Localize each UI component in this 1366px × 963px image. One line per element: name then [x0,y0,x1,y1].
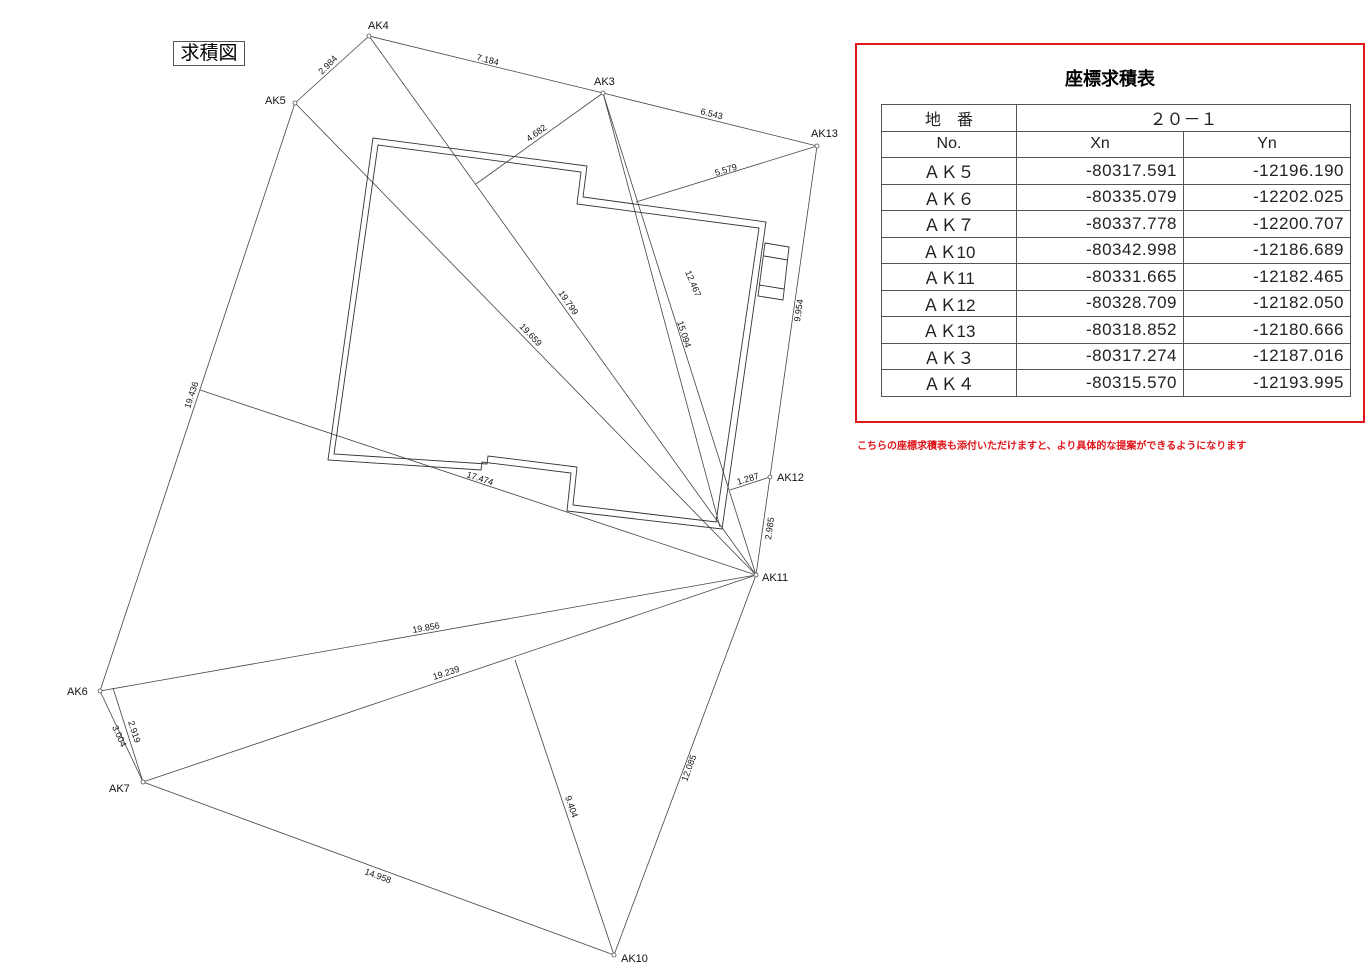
line-ak12-ak11 [755,476,771,576]
xn-value: -80331.665 [1016,263,1184,291]
table-row: ＡＫ11-80331.665-12182.465 [881,263,1351,291]
yn-value: -12182.050 [1183,289,1351,317]
survey-points [97,33,820,958]
label-ak13: AK13 [811,128,838,140]
point-no: ＡＫ５ [881,157,1017,185]
table-row: ＡＫ３-80317.274-12187.016 [881,342,1351,370]
parcel-label: 地 番 [881,104,1017,132]
point-no: ＡＫ12 [881,289,1017,317]
line-ak6-ak11 [99,574,757,692]
label-ak12: AK12 [777,472,804,484]
line-ak7-perp [112,687,144,783]
line-ak3-bld [602,92,721,528]
line-ak4-ak3 [368,35,604,94]
line-ak3-perp [475,92,604,185]
label-ak5: AK5 [265,95,286,107]
line-ak7-ak11 [142,574,757,783]
header-yn: Yn [1183,130,1351,158]
line-ak10-ak11 [613,574,757,956]
line-ak7-ak10 [142,781,615,956]
line-ak3-ak11 [602,92,757,576]
dim-ak3-ak13: 6.543 [700,106,724,121]
table-row: ＡＫ７-80337.778-12200.707 [881,210,1351,238]
line-ak4-ak5 [294,35,370,104]
table-row: ＡＫ10-80342.998-12186.689 [881,236,1351,264]
dim-ak3-bld: 12.467 [683,269,703,298]
dim-ak5-ak6: 19.436 [182,380,200,409]
dim-ak7-perp: 2.919 [126,720,142,745]
table-row: ＡＫ５-80317.591-12196.190 [881,157,1351,185]
header-xn: Xn [1016,130,1184,158]
parcel-value: ２０－１ [1016,104,1351,132]
yn-value: -12202.025 [1183,183,1351,211]
coordinate-table-panel: 座標求積表 地 番 ２０－１ No. Xn Yn ＡＫ５-80317.591-1… [855,43,1365,423]
table-title: 座標求積表 [1065,69,1155,90]
dim-ak10-ak11: 12.085 [679,753,698,782]
point-no: ＡＫ３ [881,342,1017,370]
line-ak4-ak11 [368,35,757,576]
table-row: ＡＫ12-80328.709-12182.050 [881,289,1351,317]
line-ak12-perp [729,476,771,491]
yn-value: -12196.190 [1183,157,1351,185]
line-ak5-ak6 [99,102,296,692]
figure-title: 求積図 [173,41,245,66]
table-row: ＡＫ13-80318.852-12180.666 [881,316,1351,344]
dim-ak6-ak11: 19.856 [412,620,441,635]
boundary-lines [99,35,818,956]
label-ak7: AK7 [109,783,130,795]
dim-ak13-ak12: 9.954 [792,299,805,323]
yn-value: -12182.465 [1183,263,1351,291]
line-ak13-perp [635,145,818,203]
dim-ak3-ak11: 15.094 [675,320,693,349]
point-no: ＡＫ４ [881,369,1017,397]
yn-value: -12200.707 [1183,210,1351,238]
point-labels: AK4 AK5 AK3 AK13 AK12 AK11 AK6 AK7 AK10 [67,20,838,963]
line-ak3-ak13 [602,92,818,147]
label-ak11: AK11 [762,572,788,584]
yn-value: -12187.016 [1183,342,1351,370]
xn-value: -80317.274 [1016,342,1184,370]
dim-ak10-perp: 9.404 [563,794,580,819]
point-no: ＡＫ６ [881,183,1017,211]
dim-ak7-ak10: 14.958 [363,866,392,885]
label-ak10: AK10 [621,953,648,963]
line-ak6-ak7 [99,690,144,783]
xn-value: -80317.591 [1016,157,1184,185]
xn-value: -80328.709 [1016,289,1184,317]
table-row: ＡＫ４-80315.570-12193.995 [881,369,1351,397]
dim-ak13-perp: 5.579 [714,162,738,178]
line-ak13-ak12 [769,145,818,478]
xn-value: -80315.570 [1016,369,1184,397]
table-row: ＡＫ６-80335.079-12202.025 [881,183,1351,211]
dim-ak7-ak11: 19.239 [432,664,461,682]
label-ak4: AK4 [368,20,389,32]
label-ak3: AK3 [594,76,615,88]
xn-value: -80342.998 [1016,236,1184,264]
line-ak10-perp [514,659,615,956]
point-no: ＡＫ10 [881,236,1017,264]
point-no: ＡＫ13 [881,316,1017,344]
request-note: こちらの座標求積表も添付いただけますと、より具体的な提案ができるようになります [857,441,1247,452]
point-no: ＡＫ７ [881,210,1017,238]
coordinate-table: 地 番 ２０－１ No. Xn Yn ＡＫ５-80317.591-12196.1… [881,104,1351,397]
xn-value: -80337.778 [1016,210,1184,238]
yn-value: -12193.995 [1183,369,1351,397]
yn-value: -12186.689 [1183,236,1351,264]
label-ak6: AK6 [67,686,88,698]
building-outline [327,137,790,530]
dim-perp-17: 17.474 [465,469,494,487]
line-ak5-ak11 [294,102,757,576]
xn-value: -80335.079 [1016,183,1184,211]
xn-value: -80318.852 [1016,316,1184,344]
line-perp-17 [199,389,757,576]
point-no: ＡＫ11 [881,263,1017,291]
header-no: No. [881,130,1017,158]
dim-ak12-ak11: 2.985 [763,517,776,541]
entrance-steps [757,242,790,301]
yn-value: -12180.666 [1183,316,1351,344]
survey-drawing: AK4 AK5 AK3 AK13 AK12 AK11 AK6 AK7 AK10 … [67,20,838,963]
